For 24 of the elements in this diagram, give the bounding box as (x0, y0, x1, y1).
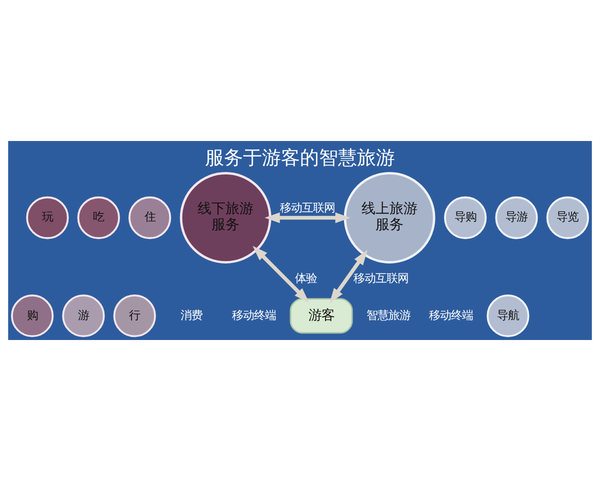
node-circle: 线下旅游服务 (180, 172, 272, 263)
node-circle: 购 (10, 294, 54, 337)
label: 消费 (180, 307, 202, 322)
node-circle: 住 (128, 196, 172, 239)
label: 智慧旅游 (366, 307, 411, 322)
arrow (252, 245, 310, 302)
node-circle: 导游 (495, 196, 538, 239)
edge-label: 移动互联网 (280, 200, 336, 214)
node-circle: 游 (62, 294, 105, 337)
edge-label: 体验 (295, 270, 318, 284)
diagram-title: 服务于游客的智慧旅游 (205, 146, 395, 168)
edge-label: 移动互联网 (354, 270, 409, 284)
arrow (330, 249, 368, 303)
node-circle: 吃 (77, 196, 120, 239)
node-box: 游客 (290, 298, 353, 334)
label: 移动终端 (232, 307, 276, 322)
arrow (264, 212, 351, 223)
label: 移动终端 (429, 307, 474, 322)
node-circle: 玩 (26, 196, 69, 239)
node-circle: 线上旅游服务 (344, 172, 436, 263)
node-circle: 行 (113, 294, 156, 337)
node-circle: 导购 (444, 196, 487, 239)
node-circle: 导航 (486, 294, 530, 337)
node-circle: 导览 (546, 196, 590, 239)
